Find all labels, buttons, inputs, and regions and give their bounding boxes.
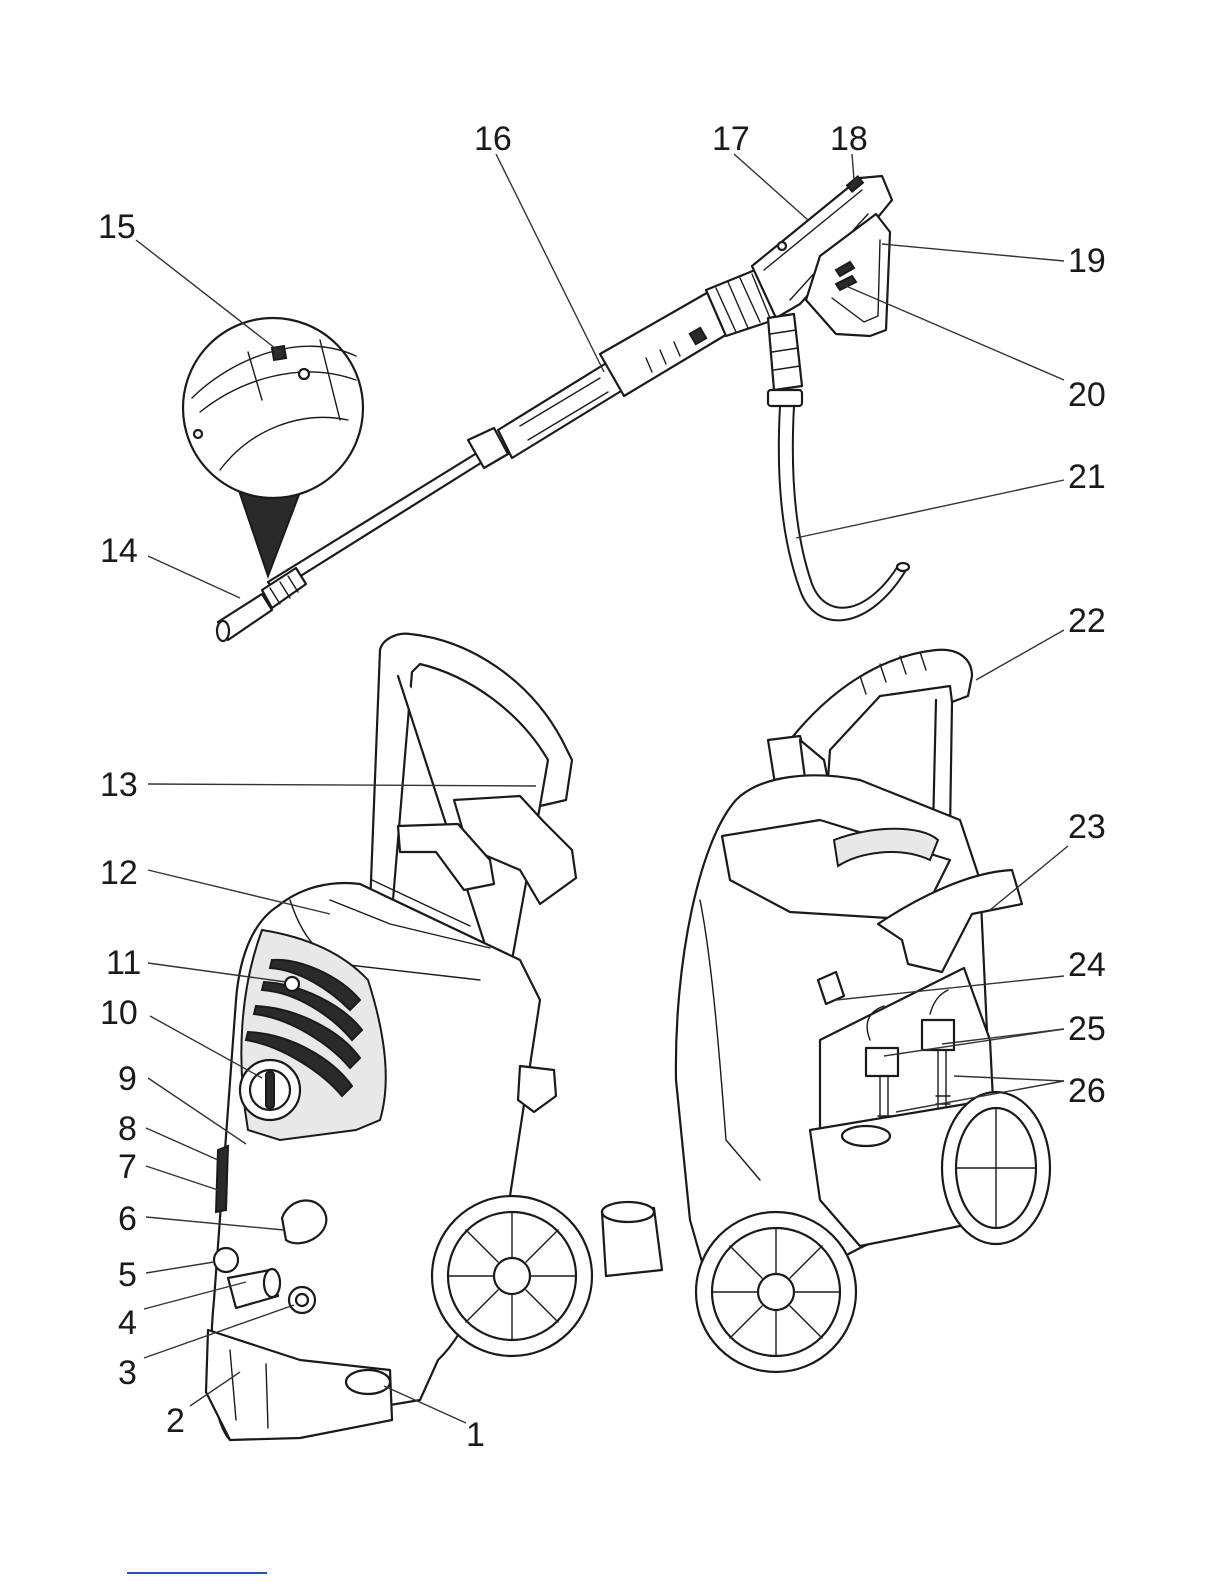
callout-10: 10 <box>100 994 138 1032</box>
callout-25: 25 <box>1068 1010 1106 1048</box>
callout-8: 8 <box>118 1110 137 1148</box>
callout-9: 9 <box>118 1060 137 1098</box>
nozzle-detail-magnifier <box>183 318 363 576</box>
callout-16: 16 <box>474 120 512 158</box>
callout-17: 17 <box>712 120 750 158</box>
callout-19: 19 <box>1068 242 1106 280</box>
callout-1: 1 <box>466 1416 485 1454</box>
callout-6: 6 <box>118 1200 137 1238</box>
callout-18: 18 <box>830 120 868 158</box>
pressure-washer-front-view <box>206 634 592 1440</box>
callout-20: 20 <box>1068 376 1106 414</box>
callout-13: 13 <box>100 766 138 804</box>
callout-24: 24 <box>1068 946 1106 984</box>
callout-26: 26 <box>1068 1072 1106 1110</box>
callout-5: 5 <box>118 1256 137 1294</box>
callout-21: 21 <box>1068 458 1106 496</box>
pressure-washer-rear-view <box>602 650 1050 1372</box>
callout-14: 14 <box>100 532 138 570</box>
callout-4: 4 <box>118 1304 137 1342</box>
callout-3: 3 <box>118 1354 137 1392</box>
callout-15: 15 <box>98 208 136 246</box>
callout-7: 7 <box>118 1148 137 1186</box>
callout-11: 11 <box>106 944 141 982</box>
callout-23: 23 <box>1068 808 1106 846</box>
callout-12: 12 <box>100 854 138 892</box>
callout-22: 22 <box>1068 602 1106 640</box>
footer-link-underline[interactable] <box>127 1569 267 1574</box>
callout-2: 2 <box>166 1402 185 1440</box>
